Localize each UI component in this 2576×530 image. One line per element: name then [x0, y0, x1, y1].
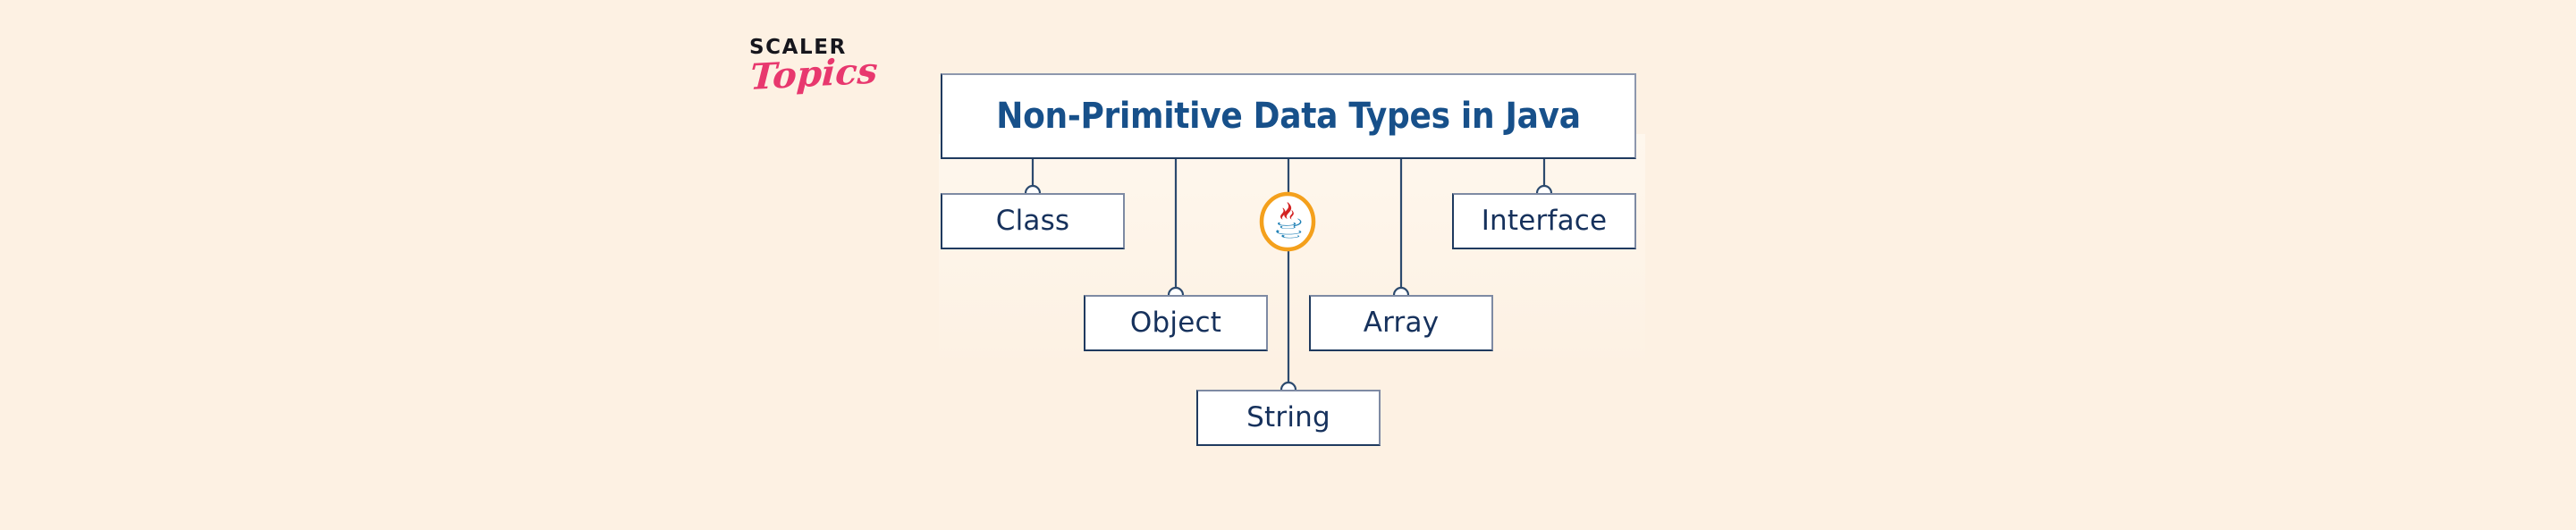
diagram-node-string: String: [1196, 390, 1381, 446]
scaler-topics-logo: SCALER Topics: [749, 38, 910, 114]
diagram-node-interface: Interface: [1452, 193, 1636, 249]
diagram-node-class: Class: [941, 193, 1125, 249]
diagram-node-array: Array: [1309, 295, 1493, 351]
logo-wordmark-scaler: SCALER: [749, 36, 847, 59]
page-title: Non-Primitive Data Types in Java: [996, 96, 1581, 137]
logo-wordmark-topics: Topics: [748, 49, 879, 98]
diagram-root-node: Non-Primitive Data Types in Java: [941, 73, 1636, 159]
node-label-interface: Interface: [1481, 205, 1608, 237]
node-label-array: Array: [1363, 307, 1440, 339]
node-label-class: Class: [995, 205, 1070, 237]
java-logo-icon: [1257, 191, 1318, 252]
diagram-node-object: Object: [1084, 295, 1268, 351]
node-label-string: String: [1246, 401, 1330, 433]
node-label-object: Object: [1129, 307, 1222, 339]
